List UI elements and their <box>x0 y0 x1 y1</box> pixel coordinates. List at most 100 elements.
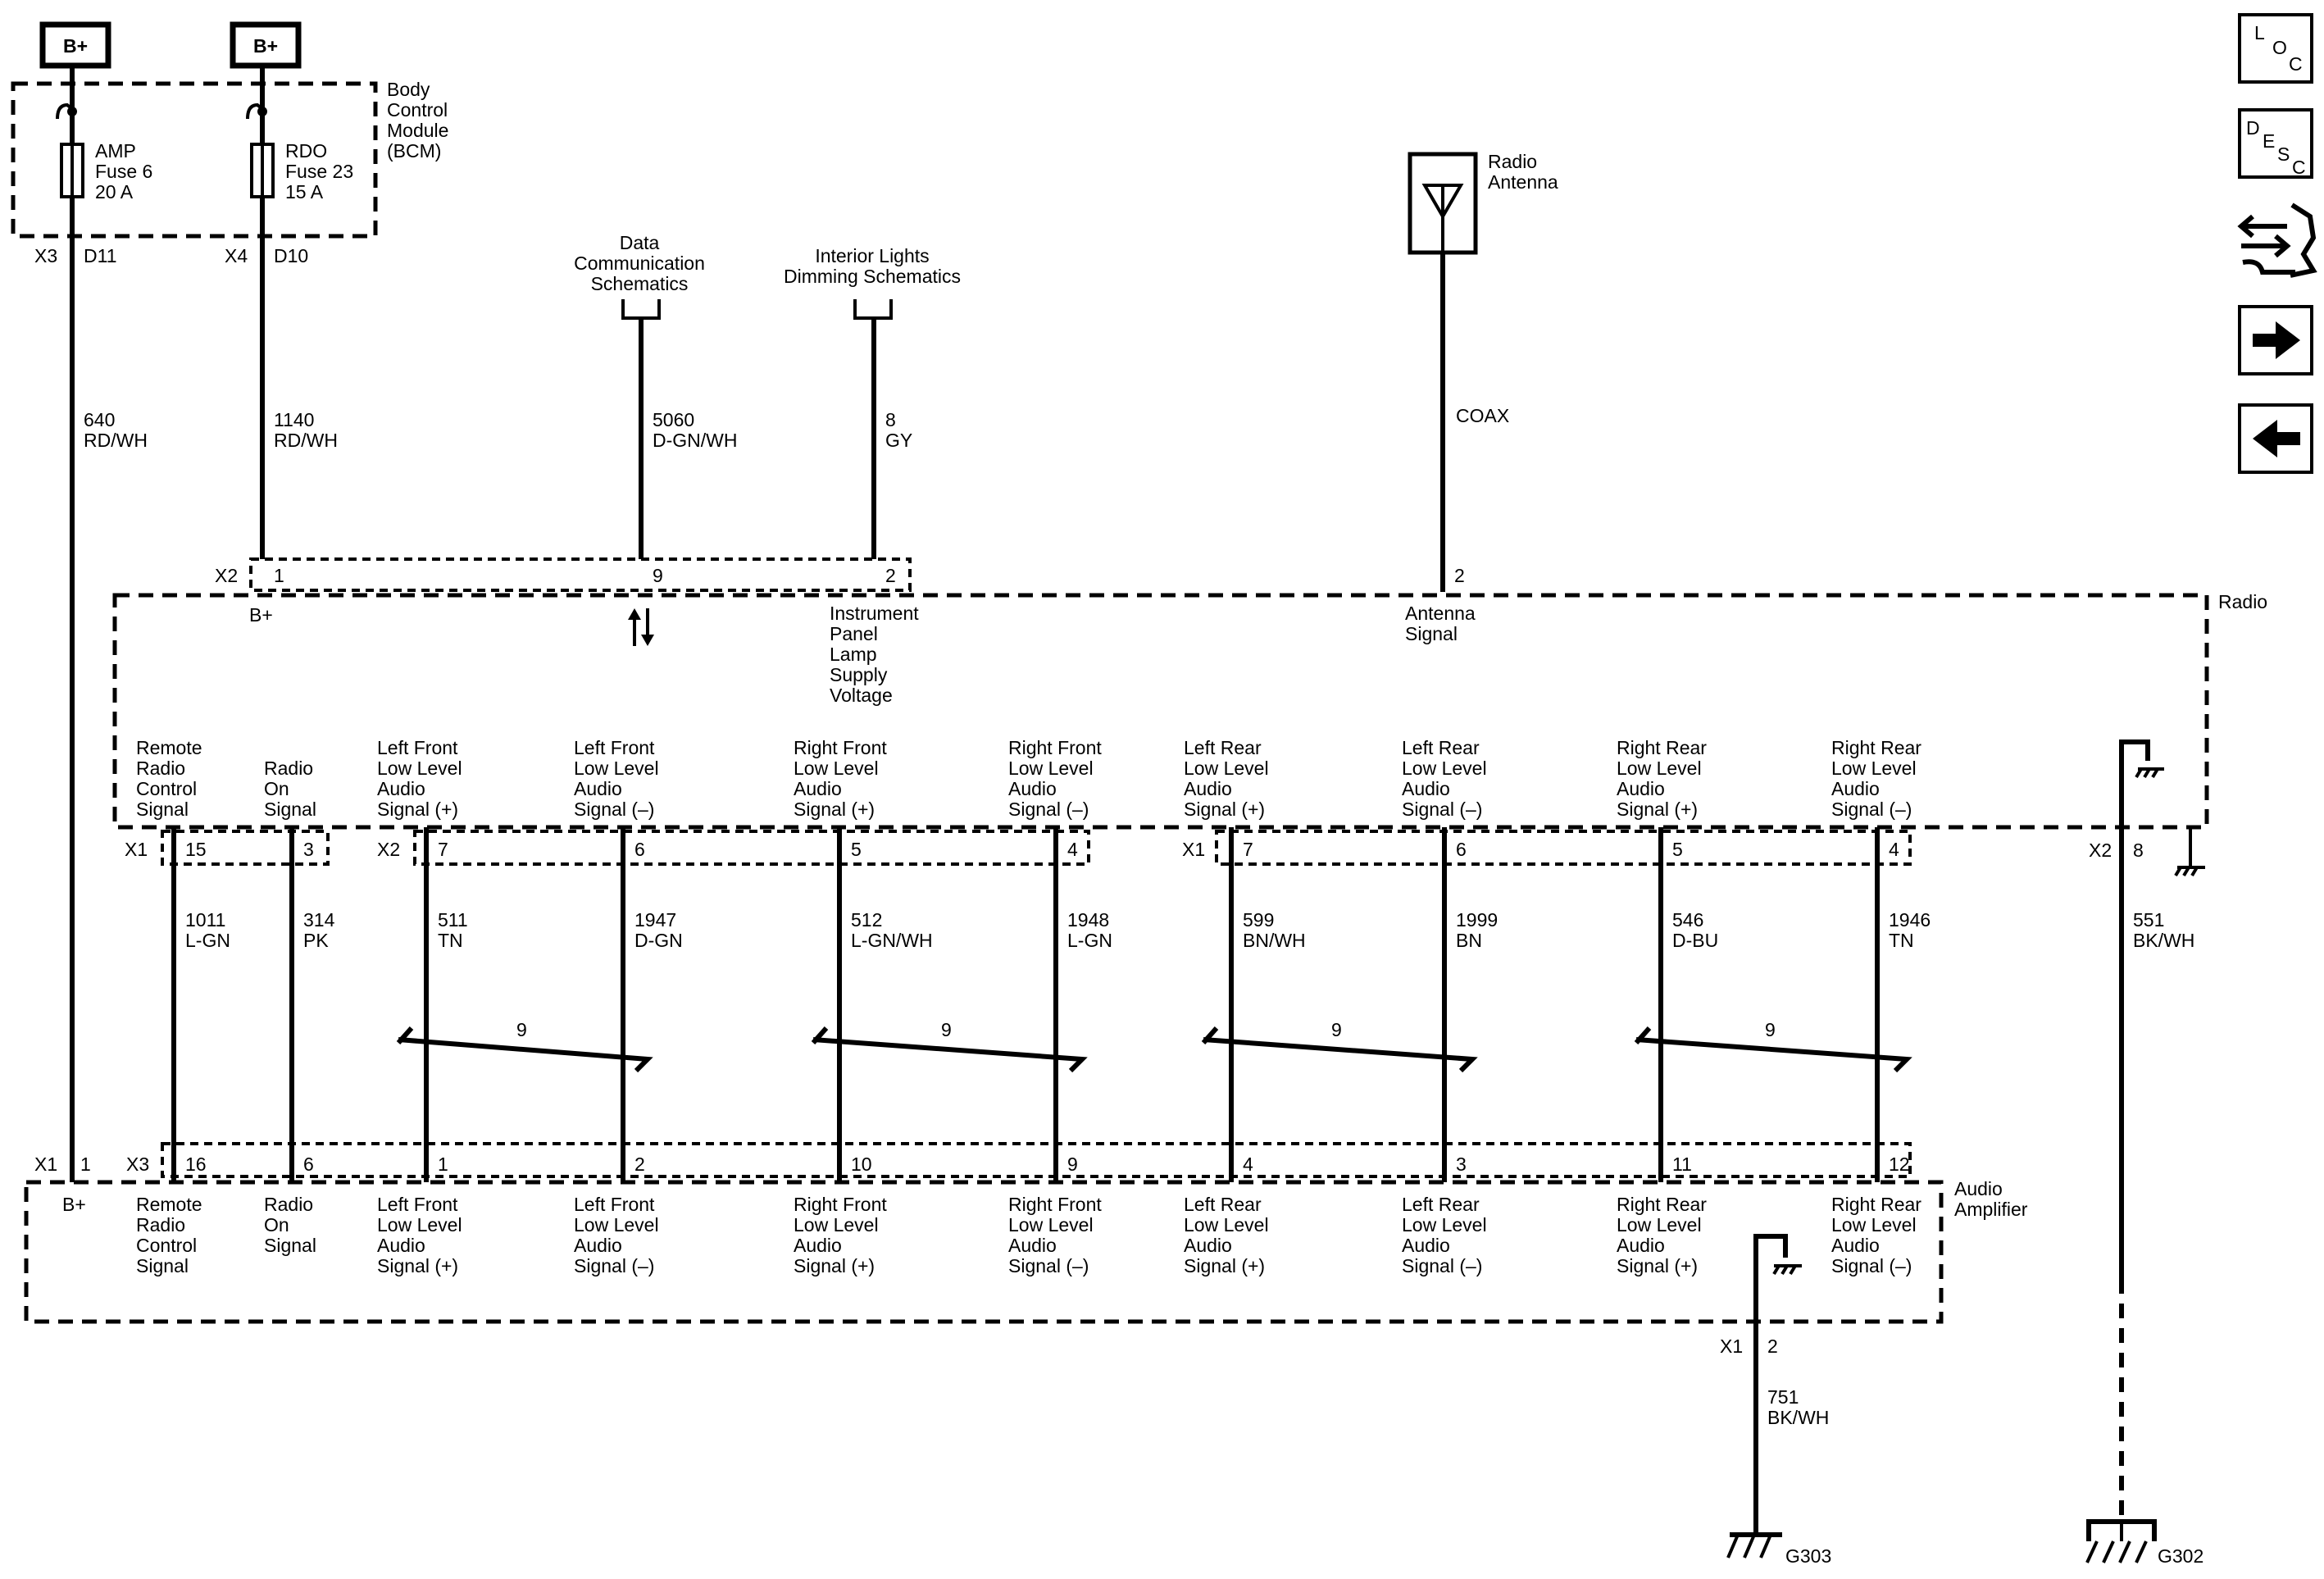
amp-signal-label: Remote <box>136 1194 202 1215</box>
radio-connector-label: X1 <box>125 839 148 860</box>
radio-signal-label: Right Front <box>1008 737 1102 758</box>
amp-switch-symbol <box>56 102 74 120</box>
previous-page-button[interactable] <box>2238 403 2313 474</box>
ref-interior-lights-dimming[interactable]: Interior Lights Dimming Schematics <box>784 245 961 320</box>
radio-signal-label: Signal (–) <box>1831 799 1912 820</box>
amp-signal-label: Signal (+) <box>377 1255 458 1276</box>
amp-signal-label: Low Level <box>574 1214 659 1235</box>
amp-signal-label: Right Front <box>1008 1194 1102 1215</box>
circuit-number: 546 <box>1672 909 1703 931</box>
amp-signal-label: Right Front <box>794 1194 887 1215</box>
radio-pin-label: 15 <box>185 839 207 860</box>
radio-signal-label: Audio <box>1831 778 1880 799</box>
amp-bplus-label: B+ <box>62 1194 86 1215</box>
wire-color: L-GN <box>185 930 230 951</box>
svg-text:Fuse 6: Fuse 6 <box>95 161 152 182</box>
radio-x2-bottom-connector <box>413 830 1090 866</box>
radio-signal-label: Low Level <box>574 758 659 779</box>
circuit-number: 599 <box>1243 909 1274 931</box>
circuit-1140: 1140 <box>274 409 314 430</box>
radio-pin-label: 3 <box>303 839 314 860</box>
svg-text:Antenna: Antenna <box>1488 171 1558 193</box>
radio-ground-pin: 8 <box>2133 840 2144 861</box>
radio-signal-label: Low Level <box>1617 758 1702 779</box>
amp-signal-label: Signal (–) <box>1008 1255 1089 1276</box>
radio-x2-pin1: 1 <box>274 565 284 586</box>
radio-box <box>112 593 2209 830</box>
radio-signal-label: Audio <box>1402 778 1450 799</box>
amp-signal-label: Signal <box>264 1235 316 1256</box>
radio-internal-ground-wire <box>2119 739 2150 827</box>
svg-text:Instrument: Instrument <box>830 603 919 624</box>
amp-signal-label: On <box>264 1214 289 1235</box>
radio-signal-label: Left Rear <box>1402 737 1480 758</box>
radio-signal-label: Audio <box>1008 778 1057 799</box>
component-view-icon[interactable] <box>2237 202 2317 278</box>
svg-text:AMP: AMP <box>95 140 136 162</box>
radio-signal-label: Audio <box>574 778 622 799</box>
amp-pin-label: 6 <box>303 1154 314 1175</box>
radio-pin-label: 6 <box>634 839 645 860</box>
amp-signal-label: Audio <box>794 1235 842 1256</box>
radio-signal-label: Audio <box>1184 778 1232 799</box>
bplus-rdo-box: B+ <box>230 21 302 69</box>
radio-signal-label: Audio <box>794 778 842 799</box>
svg-text:RDO: RDO <box>285 140 327 162</box>
color-1140: RD/WH <box>274 430 338 451</box>
amp-signal-label: Low Level <box>377 1214 462 1235</box>
svg-text:Schematics: Schematics <box>591 273 689 294</box>
amp-signal-label: Low Level <box>1617 1214 1702 1235</box>
amp-connector-label: X3 <box>126 1154 149 1175</box>
amp-signal-label: Control <box>136 1235 197 1256</box>
loc-button[interactable]: L O C <box>2238 13 2313 84</box>
ground-g303-label: G303 <box>1785 1545 1831 1567</box>
rdo-switch-symbol <box>246 102 264 120</box>
circuit-number: 511 <box>438 909 468 931</box>
amp-signal-label: Audio <box>574 1235 622 1256</box>
amp-signal-label: Left Front <box>377 1194 458 1215</box>
rdo-fuse-label: RDO Fuse 23 15 A <box>285 140 353 202</box>
radio-signal-label: Signal <box>136 799 189 820</box>
radio-ip-lamp-label: Instrument Panel Lamp Supply Voltage <box>830 603 919 706</box>
antenna-icon <box>1408 152 1478 255</box>
ground-g302-icon <box>2085 1519 2157 1563</box>
amp-pin-label: 12 <box>1889 1154 1910 1175</box>
radio-x2-conn-label: X2 <box>215 565 238 586</box>
radio-bplus-label: B+ <box>249 604 273 626</box>
radio-pin-label: 5 <box>851 839 862 860</box>
amp-signal-label: Signal <box>136 1255 189 1276</box>
amp-x3-connector <box>161 1142 1912 1178</box>
amp-fuse-label: AMP Fuse 6 20 A <box>95 140 152 202</box>
amp-pin-label: 16 <box>185 1154 207 1175</box>
desc-button[interactable]: D E S C <box>2238 108 2313 179</box>
twisted-pair-line <box>1634 1026 1912 1073</box>
radio-signal-label: Low Level <box>1008 758 1094 779</box>
svg-text:Audio: Audio <box>1954 1178 2003 1199</box>
amp-signal-label: Audio <box>1402 1235 1450 1256</box>
wire-color: D-BU <box>1672 930 1718 951</box>
radio-pin-label: 4 <box>1067 839 1078 860</box>
amp-signal-label: Right Rear <box>1831 1194 1922 1215</box>
svg-text:C: C <box>2292 157 2306 178</box>
circuit-551: 551 <box>2133 909 2164 931</box>
amp-signal-label: Signal (+) <box>1617 1255 1698 1276</box>
ref-data-communication[interactable]: Data Communication Schematics <box>574 232 705 320</box>
radio-signal-label: Low Level <box>794 758 879 779</box>
radio-signal-label: Audio <box>377 778 425 799</box>
amp-signal-label: Low Level <box>1008 1214 1094 1235</box>
amp-signal-label: Left Front <box>574 1194 655 1215</box>
radio-signal-label: Signal (–) <box>1008 799 1089 820</box>
next-page-button[interactable] <box>2238 305 2313 375</box>
radio-signal-label: Signal (+) <box>377 799 458 820</box>
radio-signal-label: Signal (+) <box>1617 799 1698 820</box>
radio-signal-label: Low Level <box>1402 758 1487 779</box>
radio-signal-label: Left Rear <box>1184 737 1262 758</box>
twisted-pair-count: 9 <box>516 1019 527 1040</box>
amp-pin-label: 9 <box>1067 1154 1078 1175</box>
svg-text:Communication: Communication <box>574 253 705 274</box>
twisted-pair-line <box>396 1026 653 1073</box>
radio-signal-label: Signal (–) <box>1402 799 1482 820</box>
radio-signal-label: Left Front <box>574 737 655 758</box>
amp-internal-ground-icon <box>1772 1264 1802 1276</box>
